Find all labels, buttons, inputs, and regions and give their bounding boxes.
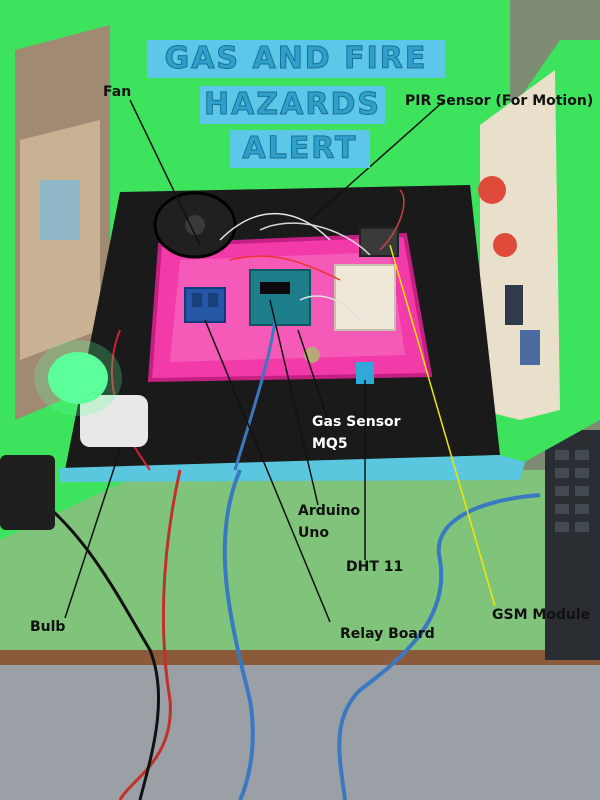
- label-gas-sensor-line-1: Gas Sensor: [312, 414, 401, 430]
- leader-lines: [64, 99, 446, 623]
- label-gsm-module: GSM Module: [492, 607, 591, 623]
- table-edge: [0, 650, 600, 665]
- red-wire: [118, 469, 182, 800]
- label-arduino-line-1: Arduino: [298, 503, 361, 519]
- usb-cable: [337, 493, 541, 800]
- fan-hub: [185, 215, 205, 235]
- poster-fire-mark: [478, 176, 506, 204]
- label-relay-board: Relay Board: [340, 626, 435, 642]
- label-gas-sensor-line-2: MQ5: [312, 436, 348, 452]
- label-pir-sensor: PIR Sensor (For Motion): [405, 93, 594, 109]
- dht11-sensor: [356, 362, 374, 384]
- poster-figure: [520, 330, 540, 365]
- relay-board: [184, 287, 226, 323]
- label-fan: Fan: [103, 84, 132, 100]
- gsm-leader-line: [389, 244, 496, 607]
- sign-title-line-2: HAZARDS: [200, 86, 385, 124]
- left-picture-window: [40, 180, 80, 240]
- relay-2: [208, 293, 218, 307]
- laptop-keys: [555, 450, 589, 532]
- base-blue-edge: [60, 455, 525, 482]
- relay-1: [192, 293, 202, 307]
- arduino-board: [249, 269, 311, 326]
- green-table-top: [0, 470, 600, 680]
- power-adapter: [0, 455, 55, 530]
- label-bulb: Bulb: [30, 619, 66, 635]
- bulb-glow: [34, 340, 122, 416]
- black-wire: [39, 498, 161, 800]
- poster-fire-mark-2: [493, 233, 517, 257]
- blue-wire: [222, 469, 255, 800]
- sign-title-line-3: ALERT: [230, 130, 370, 168]
- laptop-keyboard: [545, 430, 600, 660]
- right-wing-poster: [480, 70, 560, 420]
- floor: [0, 665, 600, 800]
- arduino-chip: [260, 282, 290, 294]
- bulb-holder: [80, 395, 148, 447]
- poster-extinguisher: [505, 285, 523, 325]
- breadboard: [334, 264, 396, 331]
- sign-title-line-1: GAS AND FIRE: [147, 40, 445, 78]
- label-dht11: DHT 11: [346, 559, 404, 575]
- label-arduino-line-2: Uno: [298, 525, 329, 541]
- bulb: [48, 352, 108, 404]
